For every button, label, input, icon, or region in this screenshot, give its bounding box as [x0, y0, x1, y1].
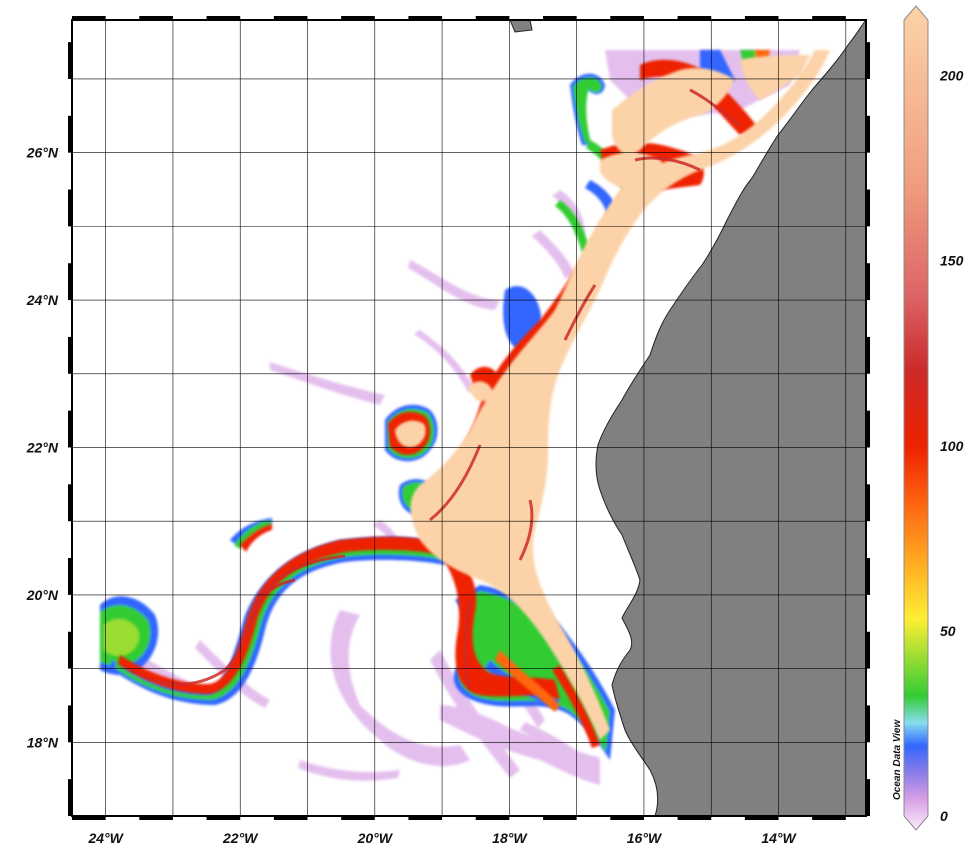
lat-tick-label: 26°N	[26, 145, 59, 161]
frame-tick-bottom	[72, 816, 106, 820]
frame-tick-bottom	[475, 816, 510, 820]
colorbar-tick-label: 150	[940, 253, 964, 269]
frame-tick-right	[866, 705, 870, 743]
frame-tick-right	[866, 558, 870, 595]
frame-tick-left	[68, 115, 72, 153]
frame-tick-left	[68, 631, 72, 669]
frame-tick-right	[866, 42, 870, 79]
frame-tick-bottom	[341, 816, 375, 820]
frame-tick-right	[866, 779, 870, 816]
frame-tick-top	[206, 16, 241, 20]
lat-tick-label: 24°N	[26, 292, 59, 308]
frame-tick-bottom	[139, 816, 173, 820]
frame-tick-right	[866, 115, 870, 153]
frame-tick-bottom	[273, 816, 308, 820]
frame-tick-left	[68, 705, 72, 743]
frame-tick-top	[812, 16, 846, 20]
frame-tick-bottom	[677, 816, 712, 820]
frame-tick-top	[475, 16, 510, 20]
lat-tick-label: 20°N	[26, 587, 59, 603]
frame-tick-bottom	[610, 816, 644, 820]
colorbar-tick-labels: 0 50 100 150 200	[939, 68, 964, 824]
frame-tick-marks	[68, 16, 870, 820]
filament-high-core	[395, 50, 830, 740]
frame-tick-top	[72, 16, 106, 20]
colorbar-tick-label: 0	[940, 808, 948, 824]
frame-tick-left	[68, 410, 72, 448]
frame-tick-left	[68, 189, 72, 227]
frame-tick-top	[408, 16, 443, 20]
land-mass-africa	[595, 20, 866, 816]
frame-tick-left	[68, 263, 72, 301]
frame-tick-top	[610, 16, 644, 20]
frame-tick-right	[866, 484, 870, 522]
ocean-data-view-watermark: Ocean Data View	[892, 719, 903, 800]
lon-tick-label: 22°W	[222, 830, 259, 846]
lon-tick-label: 16°W	[627, 830, 663, 846]
frame-tick-right	[866, 263, 870, 301]
frame-tick-bottom	[543, 816, 577, 820]
frame-tick-bottom	[206, 816, 241, 820]
frame-tick-top	[139, 16, 173, 20]
frame-tick-bottom	[744, 816, 779, 820]
lon-tick-label: 18°W	[492, 830, 528, 846]
frame-tick-top	[341, 16, 375, 20]
frame-tick-left	[68, 558, 72, 595]
colorbar-tick-label: 100	[940, 438, 964, 454]
map-plot-area	[72, 20, 866, 816]
lon-tick-label: 24°W	[87, 830, 124, 846]
colorbar: 0 50 100 150 200 Ocean Data View	[892, 5, 964, 831]
colorbar-bar	[903, 5, 929, 831]
frame-tick-top	[744, 16, 779, 20]
lon-tick-label: 20°W	[357, 830, 394, 846]
longitude-tick-labels: 24°W 22°W 20°W 18°W 16°W 14°W	[87, 830, 797, 846]
frame-tick-bottom	[408, 816, 443, 820]
lat-tick-label: 18°N	[27, 734, 59, 750]
frame-tick-left	[68, 779, 72, 816]
frame-tick-bottom	[812, 816, 846, 820]
land-island-canary	[509, 20, 533, 33]
frame-tick-top	[677, 16, 712, 20]
frame-tick-right	[866, 189, 870, 227]
colorbar-tick-label: 50	[940, 623, 956, 639]
frame-tick-top	[273, 16, 308, 20]
frame-tick-right	[866, 410, 870, 448]
filament-dark-streaks	[129, 88, 741, 691]
frame-tick-left	[68, 42, 72, 79]
frame-tick-top	[543, 16, 577, 20]
graticule-grid	[72, 20, 866, 817]
frame-tick-left	[68, 336, 72, 374]
lon-tick-label: 14°W	[761, 830, 797, 846]
latitude-tick-labels: 18°N 20°N 22°N 24°N 26°N	[26, 145, 59, 751]
frame-tick-right	[866, 631, 870, 669]
frame-tick-right	[866, 336, 870, 374]
colorbar-tick-label: 200	[939, 68, 964, 84]
lat-tick-label: 22°N	[26, 439, 59, 455]
frame-tick-left	[68, 484, 72, 522]
